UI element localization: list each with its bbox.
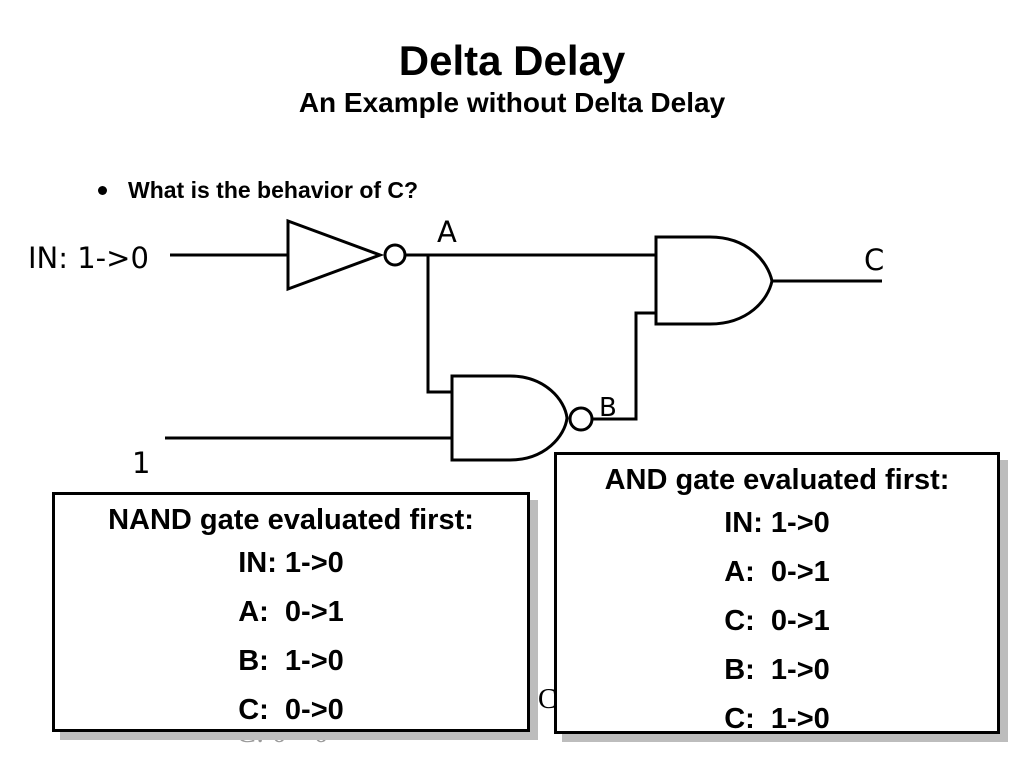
wire-b bbox=[592, 311, 656, 421]
and-row-c1: C: 0->1 bbox=[724, 605, 830, 637]
nand-row-in: IN: 1->0 bbox=[238, 547, 344, 579]
and-row-c2: C: 1->0 bbox=[724, 703, 830, 735]
and-row-b: B: 1->0 bbox=[724, 654, 830, 686]
bullet-question: What is the behavior of C? bbox=[128, 177, 419, 203]
and-box-heading: AND gate evaluated first: bbox=[604, 464, 950, 496]
node-a-label: A bbox=[437, 215, 457, 249]
nand-row-b: B: 1->0 bbox=[238, 645, 344, 677]
wire-a-branch bbox=[426, 255, 452, 394]
inverter-gate bbox=[286, 218, 385, 292]
nand-box-rows: IN: 1->0 A: 0->1 B: 1->0 C: 0->0 bbox=[238, 539, 344, 735]
nand-box-heading: NAND gate evaluated first: bbox=[108, 504, 474, 536]
constant-label: 1 bbox=[132, 446, 150, 480]
nand-bubble bbox=[568, 406, 594, 432]
and-first-box: AND gate evaluated first: IN: 1->0 A: 0-… bbox=[554, 452, 1000, 735]
node-c-label: C bbox=[864, 243, 884, 277]
and-row-a: A: 0->1 bbox=[724, 556, 830, 588]
slide-title: Delta Delay bbox=[398, 37, 626, 84]
node-b-label: B bbox=[599, 393, 617, 423]
nand-first-box: NAND gate evaluated first: IN: 1->0 A: 0… bbox=[52, 492, 530, 732]
and-row-in: IN: 1->0 bbox=[724, 507, 830, 539]
inverter-bubble bbox=[383, 243, 407, 267]
bullet-icon bbox=[98, 186, 107, 195]
input-label: IN: 1->0 bbox=[28, 241, 149, 275]
and-box-rows: IN: 1->0 A: 0->1 C: 0->1 B: 1->0 C: 1->0 bbox=[724, 499, 830, 744]
and-gate bbox=[654, 235, 774, 326]
stray-c-text: C bbox=[538, 684, 557, 715]
slide-subtitle: An Example without Delta Delay bbox=[298, 87, 726, 118]
nand-row-c: C: 0->0 bbox=[238, 694, 344, 726]
nand-gate bbox=[450, 374, 569, 462]
nand-row-a: A: 0->1 bbox=[238, 596, 344, 628]
